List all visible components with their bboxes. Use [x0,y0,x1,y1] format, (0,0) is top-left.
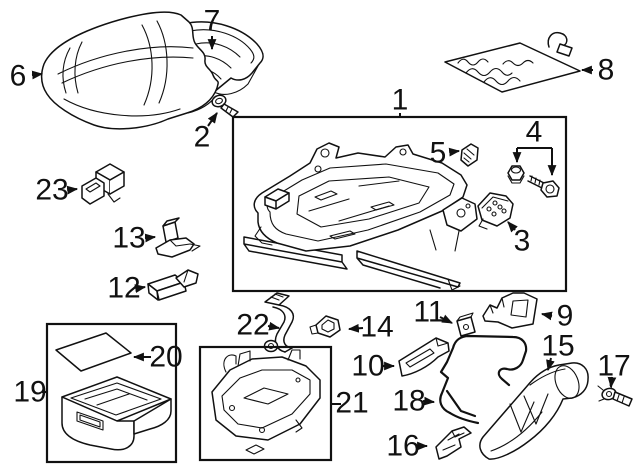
callout-14-label: 14 [360,311,393,344]
callout-13: 13 [112,222,157,255]
callout-7-label: 7 [204,5,221,38]
part-bracket-16 [435,426,472,460]
leader-line-12 [134,284,147,293]
callout-21: 21 [332,387,369,420]
leader-line-17 [607,376,617,389]
callout-2: 2 [194,112,218,154]
callout-23-label: 23 [35,174,68,207]
part-trim-screw [597,384,633,407]
callout-3: 3 [507,221,531,258]
leader-line-13 [144,233,157,243]
callout-19: 19 [13,376,47,409]
leader-line-14 [347,323,364,333]
part-wire-rod [439,334,528,425]
part-seat-pan-bottom [211,349,321,455]
callout-3-label: 3 [514,225,531,258]
callout-5-label: 5 [430,137,447,170]
callout-9: 9 [540,300,574,333]
leader-line-15 [546,357,555,372]
leader-line-22 [267,321,281,331]
part-sensor-module [81,163,125,205]
leader-line-11 [439,314,453,324]
part-clip-14 [309,315,341,338]
callout-1: 1 [392,84,409,118]
leader-line-18 [422,396,436,406]
callout-12-label: 12 [107,272,140,305]
callout-23: 23 [35,174,79,207]
callout-11: 11 [413,296,453,329]
callout-19-label: 19 [13,376,46,409]
part-storage-drawer [61,376,172,451]
callout-18: 18 [392,385,436,418]
part-nut [507,165,525,184]
leader-line-23 [66,185,79,195]
callout-22: 22 [236,309,281,342]
leader-line-5 [448,147,461,157]
callout-15-label: 15 [541,330,574,363]
callout-21-label: 21 [335,387,368,420]
detail-box-pan [198,345,333,462]
part-seat-frame-assembly [243,142,478,291]
callout-8-label: 8 [598,54,615,87]
callout-17: 17 [597,350,631,389]
callout-2-label: 2 [194,121,211,154]
part-side-trim-panel [479,362,589,460]
leader-line-9 [540,311,553,321]
callout-13-label: 13 [112,222,145,255]
part-bracket-13 [155,217,201,258]
callout-5: 5 [430,137,461,170]
part-cushion-fastener [211,94,239,118]
callout-6-label: 6 [10,60,27,93]
leader-line-6 [31,70,44,80]
callout-12: 12 [107,272,147,305]
callout-14: 14 [347,311,394,344]
callout-4: 4 [512,116,557,177]
part-heater-pad [444,31,581,93]
callout-9-label: 9 [557,300,574,333]
part-square-clip [456,312,476,337]
callout-16: 16 [386,430,429,463]
callout-16-label: 16 [386,430,419,463]
callout-18-label: 18 [392,385,425,418]
callout-1-label: 1 [392,84,409,117]
callout-7: 7 [204,5,221,51]
leader-line-2 [207,112,218,127]
callout-4-label: 4 [526,116,543,149]
part-bolt [527,175,560,198]
part-seat-cushion [40,11,219,130]
callout-20: 20 [132,341,183,374]
leader-line-3 [507,221,518,233]
part-frame-clip [460,143,479,167]
callout-17-label: 17 [597,350,630,383]
callout-20-label: 20 [149,341,182,374]
part-handle-trim [398,337,450,377]
part-drawer-mat [55,332,132,372]
part-bracket-12 [147,269,199,301]
callout-10: 10 [351,350,396,383]
callout-10-label: 10 [351,350,384,383]
callout-8: 8 [580,54,615,87]
callout-11-label: 11 [413,296,444,329]
callout-22-label: 22 [236,309,269,342]
part-side-shield [482,292,538,329]
callout-15: 15 [541,330,575,372]
part-switch-module [477,192,514,230]
callout-6: 6 [10,60,44,93]
